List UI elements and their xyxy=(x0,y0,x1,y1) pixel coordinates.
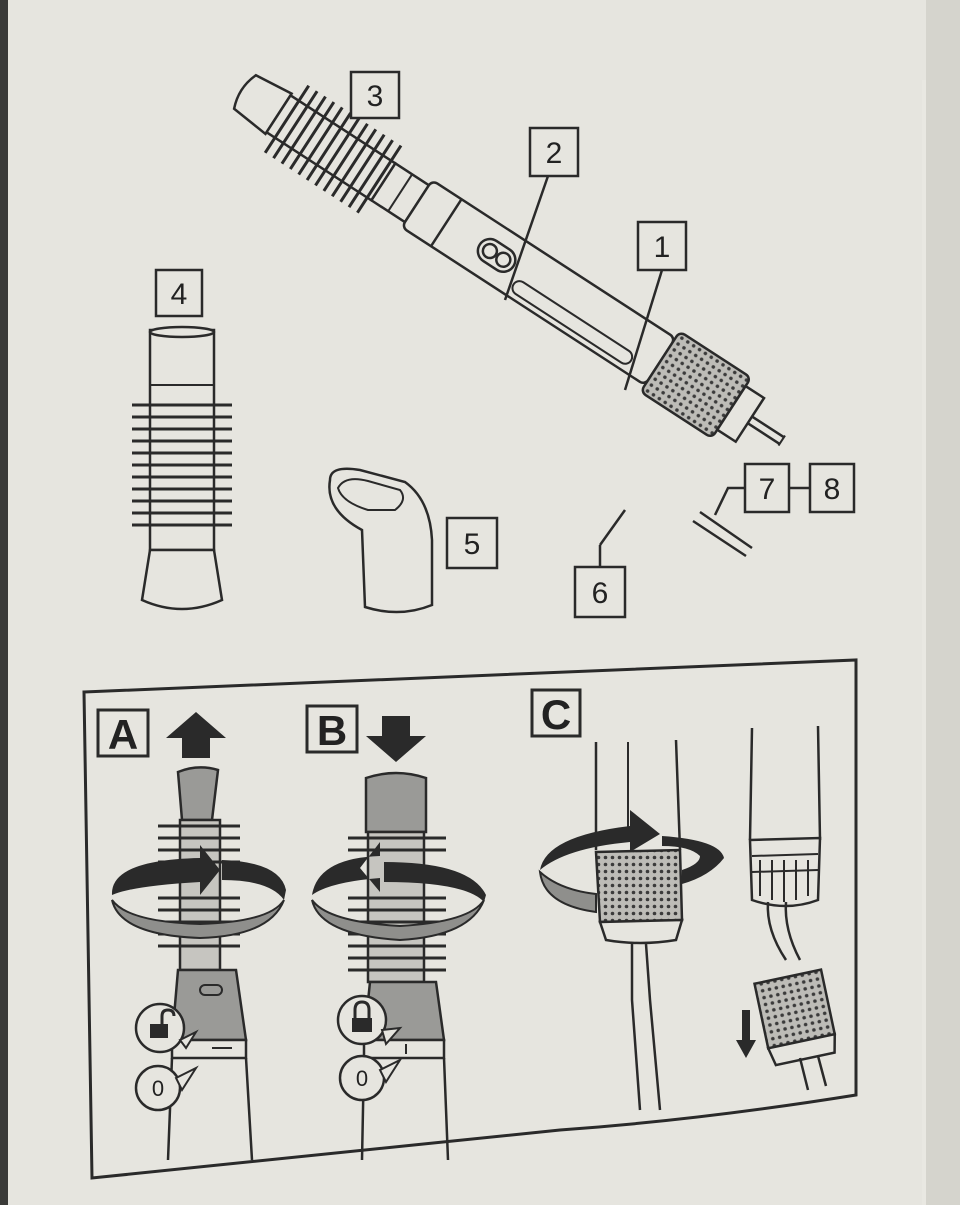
svg-text:8: 8 xyxy=(824,473,841,506)
step-c: C xyxy=(530,688,837,1111)
callout-3: 3 xyxy=(349,70,401,120)
callout-1: 1 xyxy=(623,220,688,391)
rotate-arrow-icon xyxy=(540,810,660,870)
arrow-down-icon xyxy=(366,716,426,762)
svg-text:1: 1 xyxy=(654,231,671,264)
callout-7: 7 xyxy=(713,462,791,516)
brush-attachment xyxy=(132,325,232,611)
svg-text:B: B xyxy=(317,707,347,754)
position-indicator-a: 0 xyxy=(134,1064,199,1112)
svg-text:5: 5 xyxy=(464,528,481,561)
unlocked-icon xyxy=(134,1002,199,1054)
page-shadow xyxy=(926,0,960,1205)
callout-8: 8 xyxy=(808,462,856,514)
small-arrow-down-icon xyxy=(736,1010,756,1058)
rotate-arrow-icon xyxy=(312,842,380,895)
callout-4: 4 xyxy=(154,268,204,318)
arrow-up-icon xyxy=(166,712,226,758)
concentrator-nozzle xyxy=(328,467,434,614)
svg-text:4: 4 xyxy=(171,278,188,311)
air-styler-main xyxy=(232,73,786,558)
step-a: A 0 xyxy=(96,708,286,1161)
svg-text:0: 0 xyxy=(152,1076,164,1101)
step-b: B 0 xyxy=(305,704,486,1161)
locked-icon xyxy=(336,994,403,1047)
svg-text:3: 3 xyxy=(367,80,384,113)
svg-text:0: 0 xyxy=(356,1066,368,1091)
callout-5: 5 xyxy=(445,516,499,570)
position-indicator-b: 0 xyxy=(338,1054,403,1102)
callout-6: 6 xyxy=(573,509,627,619)
svg-text:2: 2 xyxy=(546,137,563,170)
svg-text:6: 6 xyxy=(592,577,609,610)
rotate-arrow-icon xyxy=(111,845,220,895)
svg-text:A: A xyxy=(108,711,138,758)
callout-2: 2 xyxy=(503,126,580,301)
svg-text:7: 7 xyxy=(759,473,776,506)
svg-text:C: C xyxy=(541,691,571,738)
